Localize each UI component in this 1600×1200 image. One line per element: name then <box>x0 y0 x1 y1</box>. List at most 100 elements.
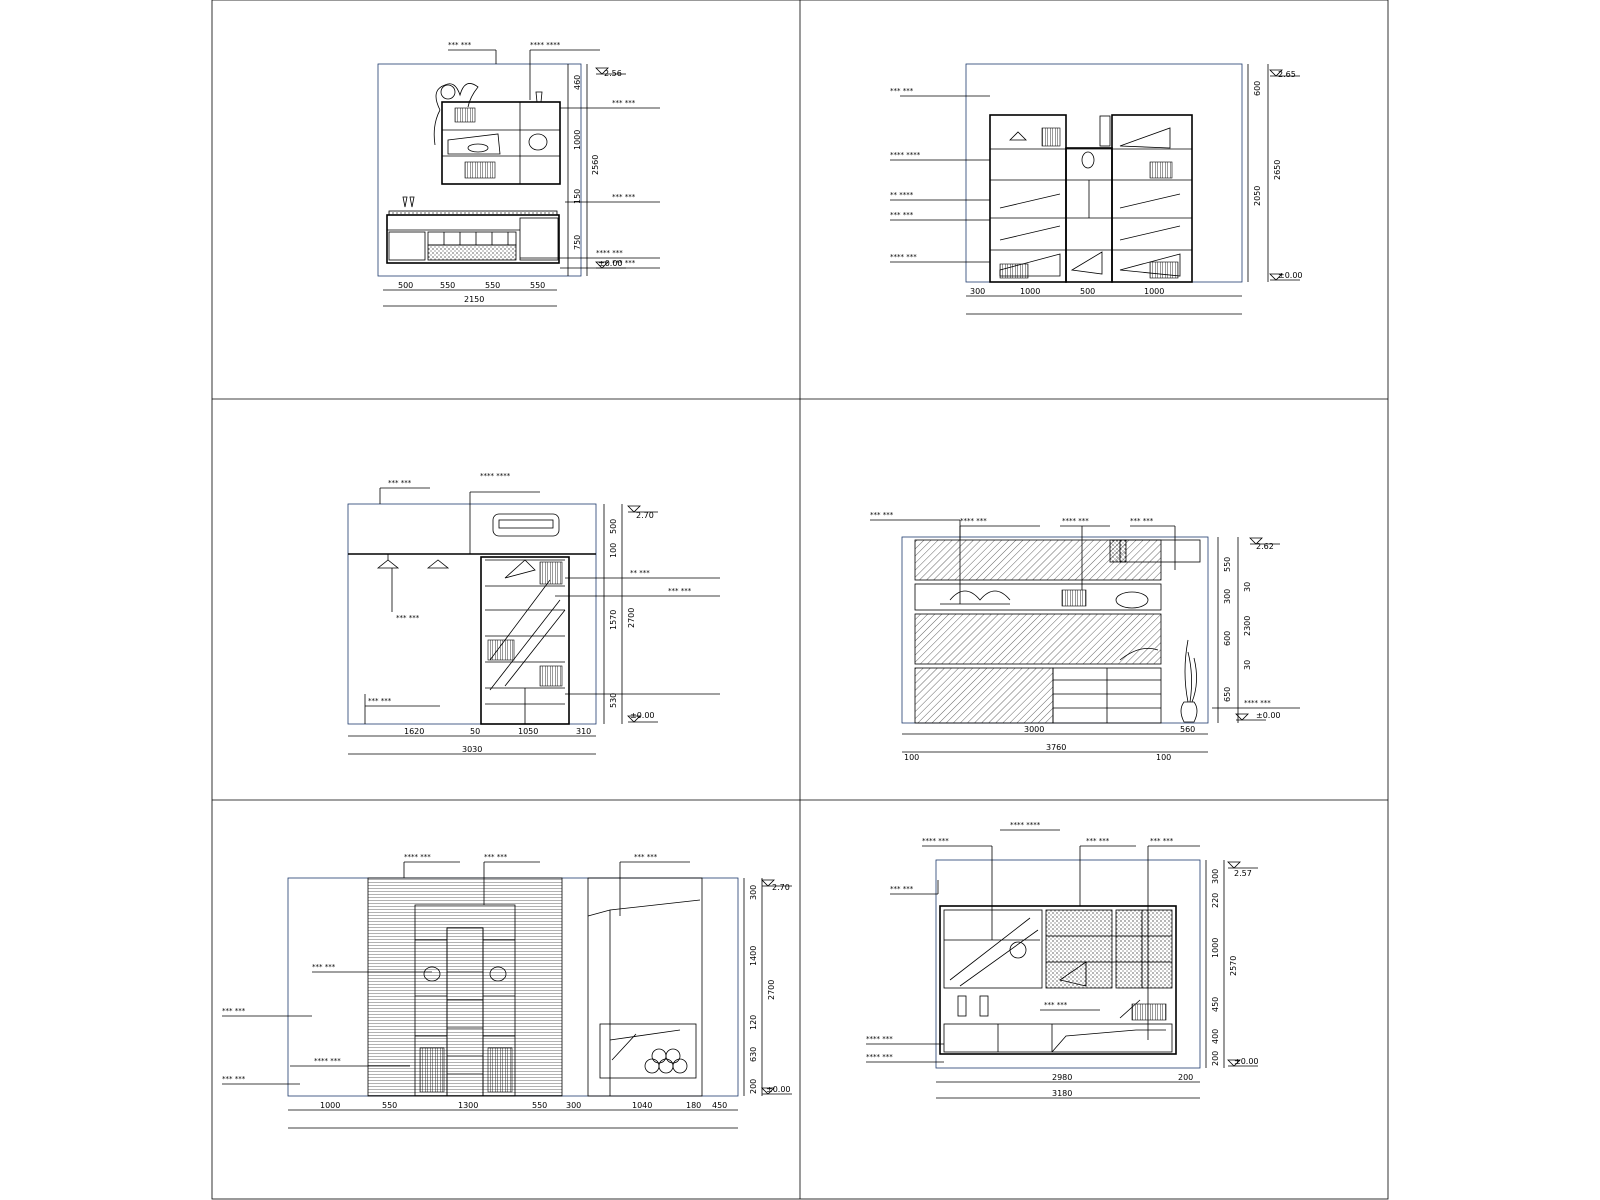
panel-2-label: ** **** <box>890 191 914 199</box>
panel-4-edge-dim: 100 <box>1156 753 1171 762</box>
panel-1-total-dim: 2150 <box>464 295 484 304</box>
panel-2-hdim: 500 <box>1080 287 1095 296</box>
panel-6-hdim: 200 <box>1178 1073 1193 1082</box>
panel-1-level: 2.56 <box>604 69 622 78</box>
panel-1-overall-vdim: 2560 <box>591 155 600 175</box>
panel-3-total-dim: 3030 <box>462 745 482 754</box>
panel-2-label: *** *** <box>890 211 914 219</box>
panel-3-label: ** *** <box>630 569 650 577</box>
panel-3-hdim: 50 <box>470 727 480 736</box>
panel-1-hdim: 550 <box>485 281 500 290</box>
panel-2-level: 2.65 <box>1278 70 1296 79</box>
panel-4-hdim: 3000 <box>1024 725 1044 734</box>
panel-6-overall-vdim: 2570 <box>1229 956 1238 976</box>
panel-4-vdim: 30 <box>1243 582 1252 592</box>
elevation-panel-2: *** *** **** **** ** **** *** *** **** *… <box>890 63 1303 315</box>
panel-4-vdim: 300 <box>1223 589 1232 604</box>
panel-5-vdim: 630 <box>749 1047 758 1062</box>
panel-5-vdim: 200 <box>749 1079 758 1094</box>
panel-4-label: **** *** <box>960 517 987 525</box>
panel-4-edge-dim: 100 <box>904 753 919 762</box>
panel-6-level: 2.57 <box>1234 869 1252 878</box>
panel-2-vdim: 2050 <box>1253 186 1262 206</box>
panel-1-label: *** *** <box>612 99 636 107</box>
panel-2-hdim: 300 <box>970 287 985 296</box>
panel-2-overall-vdim: 2650 <box>1273 160 1282 180</box>
panel-1-hdim: 500 <box>398 281 413 290</box>
panel-3-vdim: 530 <box>609 693 618 708</box>
panel-2-hdim: 1000 <box>1144 287 1164 296</box>
panel-5-overall-vdim: 2700 <box>767 980 776 1000</box>
panel-1-vdim: 1000 <box>573 130 582 150</box>
panel-6-hdim: 2980 <box>1052 1073 1072 1082</box>
panel-3-vdim: 100 <box>609 543 618 558</box>
panel-4-level: 2.62 <box>1256 542 1274 551</box>
panel-5-vdim: 120 <box>749 1015 758 1030</box>
panel-6-label: **** *** <box>922 837 949 845</box>
panel-4-label: **** *** <box>1062 517 1089 525</box>
panel-2-label: **** **** <box>890 151 921 159</box>
panel-grid <box>211 0 1389 1200</box>
panel-3-vdim: 1570 <box>609 610 618 630</box>
panel-3-vdim: 500 <box>609 519 618 534</box>
panel-5-hdim: 300 <box>566 1101 581 1110</box>
panel-5-hdim: 550 <box>382 1101 397 1110</box>
elevation-panel-1: *** *** **** **** *** *** *** *** **** *… <box>377 41 660 307</box>
panel-1-vdim: 150 <box>573 189 582 204</box>
panel-5-label: *** *** <box>634 853 658 861</box>
panel-6-label: *** *** <box>1150 837 1174 845</box>
panel-5-hdim: 1040 <box>632 1101 652 1110</box>
panel-1-vdim: 460 <box>573 75 582 90</box>
panel-6-vdim: 300 <box>1211 869 1220 884</box>
panel-6-label: *** *** <box>1044 1001 1068 1009</box>
elevation-panel-5: **** *** *** *** *** *** *** *** *** ***… <box>222 853 792 1129</box>
panel-5-hdim: 1300 <box>458 1101 478 1110</box>
panel-2-vdim: 600 <box>1253 81 1262 96</box>
panel-6-vdim: 220 <box>1211 893 1220 908</box>
panel-1-label: *** *** <box>612 193 636 201</box>
panel-5-hdim: 550 <box>532 1101 547 1110</box>
panel-3-overall-vdim: 2700 <box>627 608 636 628</box>
panel-6-label: **** **** <box>1010 821 1041 829</box>
panel-4-base-level: ±0.00 <box>1256 711 1281 720</box>
panel-5-label: *** *** <box>222 1007 246 1015</box>
panel-4-label: **** *** <box>1244 699 1271 707</box>
panel-4-vdim: 650 <box>1223 687 1232 702</box>
panel-5-level: 2.70 <box>772 883 790 892</box>
panel-5-hdim: 450 <box>712 1101 727 1110</box>
panel-3-hdim: 1620 <box>404 727 424 736</box>
elevation-panel-6: *** *** **** *** **** **** *** *** *** *… <box>866 821 1259 1099</box>
panel-1-label: **** *** <box>596 249 623 257</box>
panel-4-vdim: 600 <box>1223 631 1232 646</box>
panel-2-label: **** *** <box>890 253 917 261</box>
panel-1-label: *** *** <box>612 259 636 267</box>
panel-2-base-level: ±0.00 <box>1278 271 1303 280</box>
panel-5-label: **** *** <box>314 1057 341 1065</box>
panel-6-label: **** *** <box>866 1035 893 1043</box>
panel-1-label: *** *** <box>448 41 472 49</box>
panel-4-label: *** *** <box>870 511 894 519</box>
panel-3-hdim: 310 <box>576 727 591 736</box>
panel-6-vdim: 200 <box>1211 1051 1220 1066</box>
panel-1-hdim: 550 <box>530 281 545 290</box>
panel-3-label: *** *** <box>388 479 412 487</box>
panel-6-vdim: 1000 <box>1211 938 1220 958</box>
panel-1-vdim: 750 <box>573 235 582 250</box>
panel-3-label: *** *** <box>396 614 420 622</box>
panel-6-label: *** *** <box>890 885 914 893</box>
panel-1-base-level: ±0.00 <box>598 259 623 268</box>
panel-1-hdim: 550 <box>440 281 455 290</box>
panel-3-label: *** *** <box>368 697 392 705</box>
panel-6-label: *** *** <box>1086 837 1110 845</box>
panel-3-base-level: ±0.00 <box>630 711 655 720</box>
elevation-panel-3: *** *** **** **** ** *** *** *** *** ***… <box>347 472 720 755</box>
panel-5-label: *** *** <box>484 853 508 861</box>
panel-5-hdim: 180 <box>686 1101 701 1110</box>
panel-6-total-dim: 3180 <box>1052 1089 1072 1098</box>
panel-2-label: *** *** <box>890 87 914 95</box>
panel-4-overall-vdim: 2300 <box>1243 616 1252 636</box>
panel-5-label: *** *** <box>222 1075 246 1083</box>
panel-3-label: *** *** <box>668 587 692 595</box>
panel-3-level: 2.70 <box>636 511 654 520</box>
